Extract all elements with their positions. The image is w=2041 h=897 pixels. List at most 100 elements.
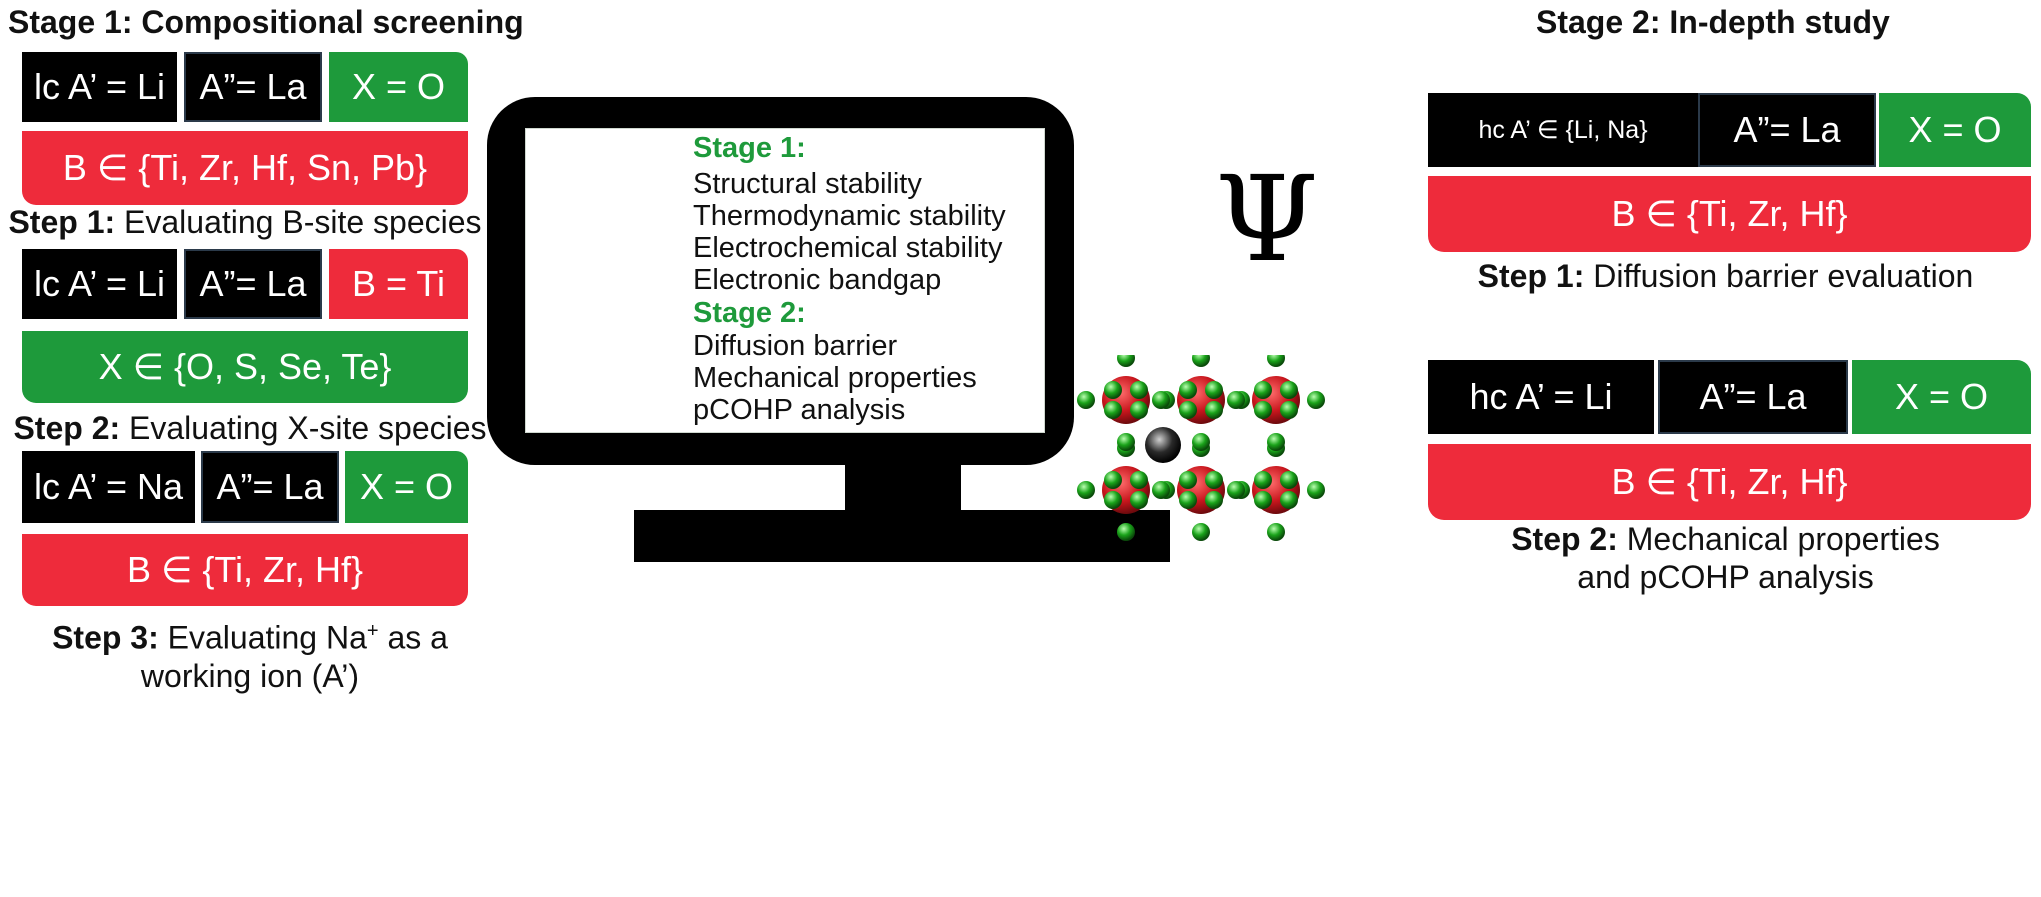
stage1-step3-label-sup: + [366,620,379,642]
monitor-stage2-heading: Stage 2: [693,297,806,329]
stage1-step1-b-bar: B ∈ {Ti, Zr, Hf, Sn, Pb} [22,131,468,205]
stage2-step2-label-bold: Step 2: [1511,521,1618,557]
green-atom [1152,391,1170,409]
stage1-step1-label-text: Evaluating B-site species [115,204,482,240]
green-atom [1077,481,1095,499]
stage2-step1-x-box: X = O [1879,93,2031,167]
green-atom [1192,355,1210,367]
stage2-step1-a-dprime-box: A”= La [1698,93,1876,167]
green-atom [1280,381,1298,399]
green-atom [1267,355,1285,367]
green-atom [1179,471,1197,489]
stage2-step1-label-bold: Step 1: [1477,258,1585,294]
green-atom [1192,433,1210,451]
crystal-structure-illustration [1077,355,1325,541]
green-atom [1307,391,1325,409]
green-atom [1205,491,1223,509]
green-atom [1267,433,1285,451]
green-atom [1205,471,1223,489]
black-atom [1145,427,1181,463]
stage1-step3-a-prime-box: lc A’ = Na [22,451,195,523]
stage1-step2-a-dprime-box: A”= La [184,249,322,319]
green-atom [1117,433,1135,451]
monitor-stage1-heading: Stage 1: [693,132,806,164]
stage2-step1-label-text: Diffusion barrier evaluation [1584,258,1974,294]
green-atom [1077,391,1095,409]
green-atom [1307,481,1325,499]
stage2-step2-a-dprime-box: A”= La [1658,360,1848,434]
crystal-atoms [1077,355,1325,541]
stage1-step3-label-line2: working ion (A’) [140,657,360,694]
stage2-step2-label-line1: Step 2: Mechanical properties [1410,520,2041,558]
monitor-stage1-item: Structural stability [693,168,922,200]
green-atom [1179,491,1197,509]
stage2-step2-label: Step 2: Mechanical properties and pCOHP … [1410,520,2041,596]
green-atom [1117,355,1135,367]
stage2-step1-b-bar: B ∈ {Ti, Zr, Hf} [1428,176,2031,252]
monitor-stage1-item: Electrochemical stability [693,232,1003,264]
stage2-title: Stage 2: In-depth study [1536,4,1890,40]
stage2-step1-label: Step 1: Diffusion barrier evaluation [1410,257,2041,295]
green-atom [1130,491,1148,509]
green-atom [1254,401,1272,419]
stage1-step1-label: Step 1: Evaluating B-site species [0,203,490,241]
stage1-step1-a-dprime-box: A”= La [184,52,322,122]
green-atom [1227,391,1245,409]
stage1-step3-label-text-a: Evaluating Na [158,619,367,656]
green-atom [1104,381,1122,399]
green-atom [1227,481,1245,499]
stage1-step2-b-box: B = Ti [329,249,468,319]
monitor-stage1-list: Stage 1: Structural stability Thermodyna… [693,128,1006,426]
stage1-step2-label-bold: Step 2: [13,410,121,446]
stage1-step1-x-box: X = O [329,52,468,122]
stage1-step3-x-box: X = O [345,451,468,523]
stage1-title: Stage 1: Compositional screening [8,4,524,40]
green-atom [1179,401,1197,419]
green-atom [1254,471,1272,489]
stage1-step3-label-line1: Step 3: Evaluating Na+ as a [0,612,500,657]
green-atom [1104,471,1122,489]
green-atom [1104,491,1122,509]
green-atom [1280,401,1298,419]
stage1-step1-label-bold: Step 1: [8,204,116,240]
green-atom [1130,381,1148,399]
stage1-step3-b-bar: B ∈ {Ti, Zr, Hf} [22,534,468,606]
green-atom [1280,471,1298,489]
green-atom [1130,401,1148,419]
stage1-step2-a-prime-box: lc A’ = Li [22,249,177,319]
stage2-step1-a-prime-box: hc A’ ∈ {Li, Na} [1428,93,1698,167]
green-atom [1205,381,1223,399]
green-atom [1205,401,1223,419]
green-atom [1254,491,1272,509]
psi-logo: Ψ [1215,150,1319,288]
green-atom [1104,401,1122,419]
monitor-stage2-item: Diffusion barrier [693,330,898,362]
monitor-stage1-item: Electronic bandgap [693,264,942,296]
stage2-step2-label-text: Mechanical properties [1617,521,1940,557]
stage1-step3-label-bold: Step 3: [52,619,159,656]
stage1-step3-label-text-b: as a [378,619,448,656]
green-atom [1280,491,1298,509]
stage1-step2-label-text: Evaluating X-site species [120,410,487,446]
monitor-stage2-item: pCOHP analysis [693,394,906,426]
monitor-stand-base [634,510,1170,562]
green-atom [1117,523,1135,541]
green-atom [1192,523,1210,541]
stage2-step2-label-line2: and pCOHP analysis [1577,559,1874,595]
green-atom [1152,481,1170,499]
green-atom [1254,381,1272,399]
monitor-stage2-item: Mechanical properties [693,362,977,394]
stage2-step2-b-bar: B ∈ {Ti, Zr, Hf} [1428,444,2031,520]
stage1-step1-a-prime-box: lc A’ = Li [22,52,177,122]
monitor-screen [525,128,1045,433]
stage2-step2-a-prime-box: hc A’ = Li [1428,360,1654,434]
stage1-step3-label: Step 3: Evaluating Na+ as a working ion … [0,612,500,695]
stage1-step2-label: Step 2: Evaluating X-site species [0,409,500,447]
monitor-stage1-item: Thermodynamic stability [693,200,1006,232]
stage1-step2-x-bar: X ∈ {O, S, Se, Te} [22,331,468,403]
green-atom [1130,471,1148,489]
stage1-step3-a-dprime-box: A”= La [201,451,339,523]
green-atom [1179,381,1197,399]
green-atom [1267,523,1285,541]
stage2-step2-x-box: X = O [1852,360,2031,434]
